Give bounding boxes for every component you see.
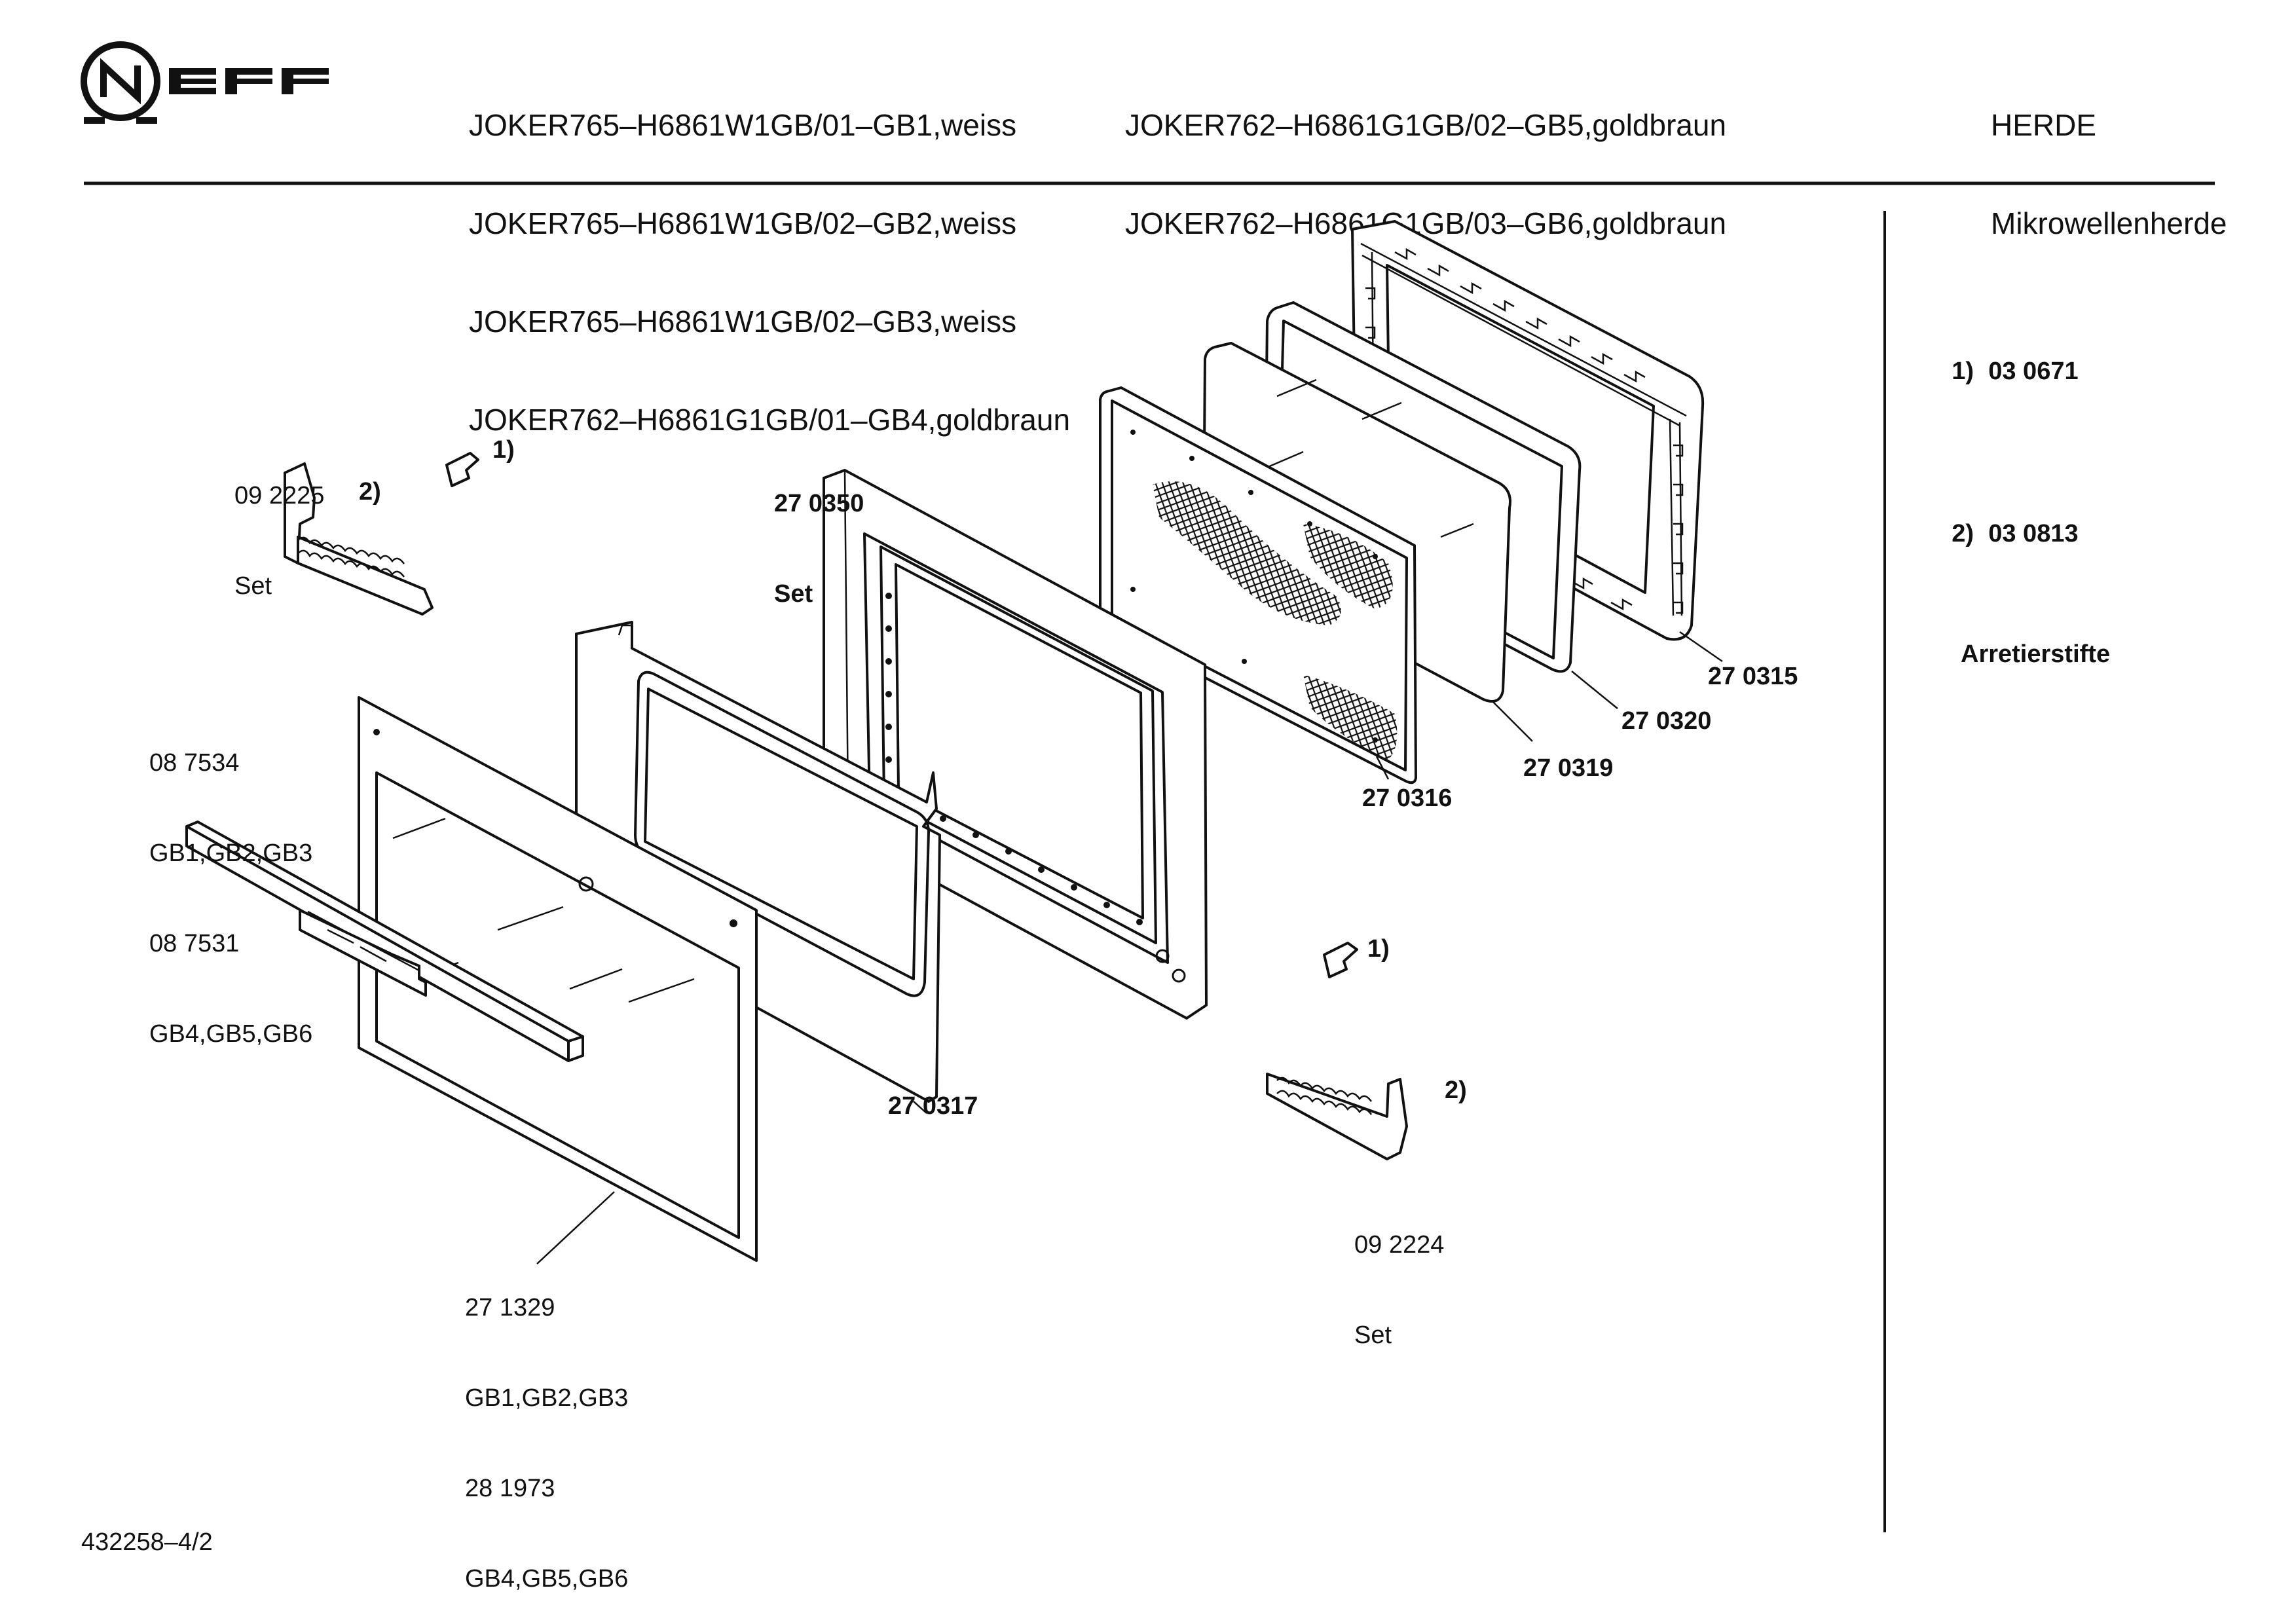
neff-logo	[77, 41, 346, 126]
hinge-left-label: 09 2225 Set	[234, 420, 324, 631]
model-list-2: JOKER762–H6861G1GB/02–GB5,goldbraun JOKE…	[1125, 43, 1726, 272]
legend-item-1: 1) 03 0671	[1924, 326, 2110, 416]
variant-list: GB1,GB2,GB3	[149, 840, 313, 867]
part-number: 27 1329	[465, 1294, 555, 1321]
seal-label: 27 0320	[1621, 707, 1712, 735]
model-line: JOKER765–H6861W1GB/01–GB1,weiss	[469, 108, 1017, 142]
set-label: Set	[774, 580, 813, 608]
model-list-1: JOKER765–H6861W1GB/01–GB1,weiss JOKER765…	[469, 43, 1070, 469]
hinge-right-ref: 2)	[1445, 1077, 1467, 1104]
legend-item-2: 2) 03 0813	[1924, 489, 2110, 579]
leader-lines	[536, 631, 1723, 1264]
pin-left-ref: 1)	[492, 436, 515, 464]
legend-part-number: 03 0671	[1988, 358, 2079, 385]
model-line: JOKER762–H6861G1GB/01–GB4,goldbraun	[469, 403, 1071, 437]
set-label: Set	[234, 572, 272, 600]
legend-marker: 1)	[1952, 358, 1974, 385]
part-number: 27 0350	[774, 490, 864, 517]
mesh-panel-part	[1099, 386, 1417, 784]
model-line: JOKER765–H6861W1GB/02–GB3,weiss	[469, 304, 1017, 339]
pin-right-part	[1323, 942, 1358, 978]
pin-right-ref: 1)	[1367, 935, 1390, 963]
frame-set-label: 27 0350 Set	[774, 428, 864, 639]
variant-list: GB4,GB5,GB6	[149, 1020, 313, 1048]
handle-part	[185, 821, 584, 1062]
mesh-panel-label: 27 0316	[1362, 784, 1453, 812]
legend-item-2-desc: Arretierstifte	[1961, 640, 2111, 668]
hinge-right-label: 09 2224 Set	[1354, 1170, 1444, 1380]
panel-dots	[1130, 430, 1378, 743]
part-number: 28 1973	[465, 1475, 555, 1502]
hinge-left-spring	[297, 536, 405, 578]
set-label: Set	[1354, 1321, 1392, 1349]
drawing-number: 432258–4/2	[81, 1528, 213, 1556]
part-number: 08 7531	[149, 930, 240, 957]
model-line: JOKER762–H6861G1GB/02–GB5,goldbraun	[1125, 108, 1727, 142]
variant-list: GB4,GB5,GB6	[465, 1565, 629, 1593]
category-title: HERDE	[1991, 108, 2097, 142]
part-number: 08 7534	[149, 749, 240, 777]
pin-left-part	[445, 452, 479, 487]
variant-list: GB1,GB2,GB3	[465, 1384, 629, 1412]
handle-label: 08 7534 GB1,GB2,GB3 08 7531 GB4,GB5,GB6	[149, 688, 312, 1079]
legend: 1) 03 0671 2) 03 0813 Arretierstifte	[1924, 266, 2110, 699]
inner-frame-label: 27 0317	[888, 1092, 978, 1120]
outer-glass-label: 27 1329 GB1,GB2,GB3 28 1973 GB4,GB5,GB6	[465, 1232, 628, 1624]
category-block: HERDE Mikrowellenherde	[1991, 43, 2227, 272]
part-number: 09 2224	[1354, 1231, 1445, 1259]
legend-marker: 2)	[1952, 520, 1974, 547]
choke-frame-label: 27 0315	[1708, 663, 1798, 690]
hinge-left-part	[284, 462, 434, 616]
part-number: 09 2225	[234, 482, 325, 509]
subcategory-title: Mikrowellenherde	[1991, 206, 2227, 240]
hinge-right-part	[1266, 1073, 1408, 1160]
frame-holes	[885, 593, 1186, 983]
hinge-left-ref: 2)	[359, 478, 381, 506]
model-line: JOKER762–H6861G1GB/03–GB6,goldbraun	[1125, 206, 1727, 240]
model-line: JOKER765–H6861W1GB/02–GB2,weiss	[469, 206, 1017, 240]
hinge-right-spring	[1276, 1077, 1373, 1115]
inner-glass-label: 27 0319	[1523, 754, 1614, 782]
legend-part-number: 03 0813	[1988, 520, 2079, 547]
